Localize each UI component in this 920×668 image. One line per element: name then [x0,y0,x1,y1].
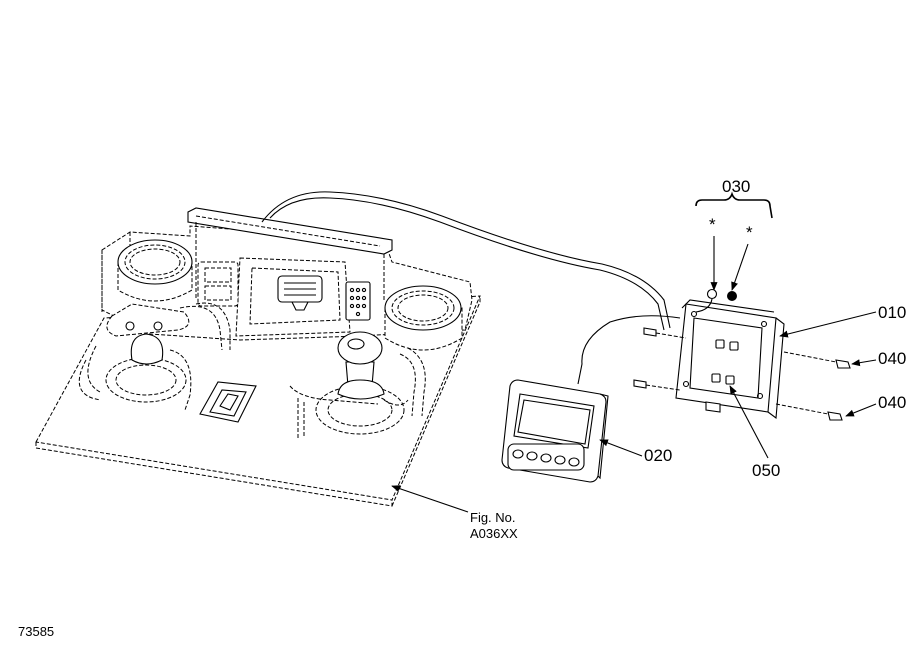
right-gauge [384,285,463,351]
figure-label: Fig. No. [470,510,516,525]
callout-030: 030 [722,177,750,196]
center-connector [277,275,323,311]
asterisk-right: * [746,223,753,242]
left-armrest [106,302,231,351]
callout-020: 020 [644,446,672,465]
left-gauge [117,239,193,302]
display-buttons [507,443,585,471]
control-console-assembly [35,207,481,507]
figure-number: A036XX [470,526,518,541]
right-keypad [345,281,371,321]
right-joystick [315,331,405,435]
center-pad [199,381,257,423]
display-unit [501,379,609,483]
component-030-group [695,191,773,313]
callout-040-upper: 040 [878,349,906,368]
right-screws [775,351,851,421]
asterisk-left: * [709,215,716,234]
leader-lines [391,311,877,513]
mounting-bracket [675,299,785,420]
left-screws [633,327,687,391]
wiring-harness [261,191,681,385]
right-armrest [289,347,426,440]
callout-050: 050 [752,461,780,480]
left-joystick [78,333,192,411]
drawing-number: 73585 [18,624,54,639]
callout-010: 010 [878,303,906,322]
left-switch-module [197,261,239,307]
callout-040-lower: 040 [878,393,906,412]
